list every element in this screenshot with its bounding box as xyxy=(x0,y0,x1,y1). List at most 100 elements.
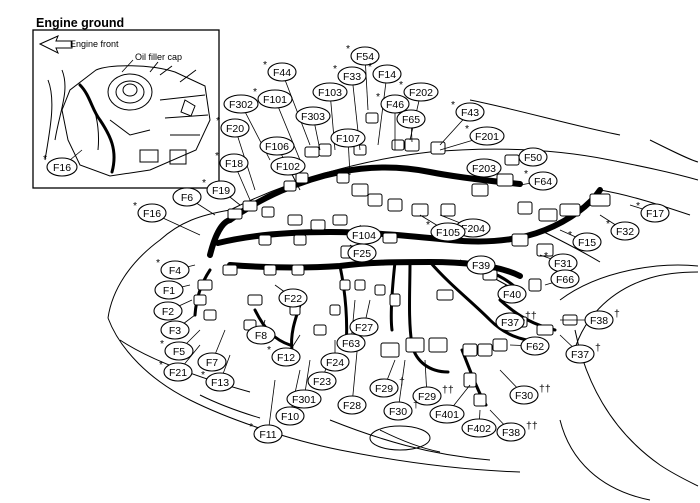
callout-F24[interactable]: F24 xyxy=(320,352,350,372)
callout-F402[interactable]: F402 xyxy=(461,418,497,438)
callout-F21[interactable]: F21* xyxy=(159,359,193,382)
callout-F7[interactable]: F7 xyxy=(197,352,227,372)
callout-F62[interactable]: F62 xyxy=(520,336,550,356)
callout-F66-label: F66 xyxy=(556,274,574,286)
callout-F102[interactable]: F102 xyxy=(270,156,306,176)
callout-F3[interactable]: F3 xyxy=(160,320,190,340)
callout-F44[interactable]: F44* xyxy=(263,59,297,82)
callout-F11-label: F11 xyxy=(259,429,276,441)
callout-F203[interactable]: F203 xyxy=(466,158,502,178)
callout-F64[interactable]: F64* xyxy=(524,168,558,191)
callout-F29b-mark: †† xyxy=(442,384,454,396)
callout-F20[interactable]: F20* xyxy=(216,115,250,138)
callout-F28[interactable]: F28 xyxy=(337,395,367,415)
leader-F101 xyxy=(274,98,301,161)
callout-F11[interactable]: F11* xyxy=(249,421,283,444)
callout-F43-mark: * xyxy=(451,99,455,111)
callout-F30b[interactable]: F30† xyxy=(383,399,419,421)
callout-F21-label: F21 xyxy=(169,367,187,379)
callout-F17[interactable]: F17* xyxy=(636,200,670,223)
callout-F31-label: F31 xyxy=(554,258,572,270)
callout-F10[interactable]: F10 xyxy=(275,406,305,426)
callout-F2[interactable]: F2 xyxy=(153,301,183,321)
callout-F4[interactable]: F4* xyxy=(156,257,190,280)
connector-body-54 xyxy=(477,343,493,357)
callout-F38a[interactable]: F38† xyxy=(584,308,620,330)
callout-F1[interactable]: F1 xyxy=(154,280,184,300)
callout-F23[interactable]: F23 xyxy=(307,371,337,391)
callout-F54[interactable]: F54* xyxy=(346,43,380,66)
callout-F50[interactable]: F50 xyxy=(518,147,548,167)
callout-F20-mark: * xyxy=(216,115,220,127)
callout-F46[interactable]: F46* xyxy=(376,91,410,114)
callout-F65[interactable]: F65 xyxy=(396,109,426,129)
callout-F13[interactable]: F13* xyxy=(201,369,235,392)
callout-F2-label: F2 xyxy=(162,306,174,318)
callout-F18[interactable]: F18* xyxy=(215,150,249,173)
callout-F38b-mark: †† xyxy=(526,420,538,432)
callout-F104[interactable]: F104 xyxy=(346,225,382,245)
callout-F30a-mark: †† xyxy=(539,383,551,395)
callout-F46-mark: * xyxy=(376,91,380,103)
callout-F30a-label: F30 xyxy=(515,390,533,402)
connector-body-35 xyxy=(222,264,238,276)
callout-F14[interactable]: F14* xyxy=(368,61,402,84)
callout-F17-label: F17 xyxy=(646,208,664,220)
connector-body-18 xyxy=(440,203,456,217)
connector-body-52 xyxy=(492,338,508,352)
callout-F8[interactable]: F8 xyxy=(246,325,276,345)
callout-F103[interactable]: F103 xyxy=(312,82,348,102)
callout-F22[interactable]: F22 xyxy=(278,288,308,308)
callout-F107[interactable]: F107 xyxy=(330,128,366,148)
connector-body-26 xyxy=(511,233,529,247)
callout-F27[interactable]: F27 xyxy=(349,317,379,337)
callout-F303[interactable]: F303 xyxy=(295,106,331,126)
callout-F37a-mark: †† xyxy=(525,310,537,322)
connector-body-9 xyxy=(283,180,297,192)
connector-bodies xyxy=(193,112,611,407)
callout-F39-label: F39 xyxy=(472,260,490,272)
callout-inset-F16[interactable]: F16 * xyxy=(43,153,78,177)
callout-F33[interactable]: F33* xyxy=(333,63,367,86)
callout-F30a[interactable]: F30 †† xyxy=(509,383,551,405)
callout-F12[interactable]: F12* xyxy=(267,344,301,367)
callout-F6[interactable]: F6 xyxy=(172,187,202,207)
callout-F32[interactable]: F32* xyxy=(606,218,640,241)
callout-F106[interactable]: F106 xyxy=(259,136,295,156)
callout-F1-label: F1 xyxy=(163,285,175,297)
callout-F37b[interactable]: F37† xyxy=(565,342,601,364)
callout-F43[interactable]: F43* xyxy=(451,99,485,122)
callout-F202[interactable]: F202* xyxy=(399,79,439,102)
callout-F38b[interactable]: F38†† xyxy=(496,420,538,442)
callout-F29b[interactable]: F29†† xyxy=(412,384,454,406)
callout-F66[interactable]: F66 xyxy=(550,269,580,289)
callout-F101[interactable]: F101* xyxy=(253,86,293,109)
connector-body-38 xyxy=(203,309,217,321)
callout-F201[interactable]: F201* xyxy=(465,123,505,146)
connector-body-23 xyxy=(538,208,558,222)
callout-F31[interactable]: F31* xyxy=(544,250,578,273)
callout-F16[interactable]: F16* xyxy=(133,200,167,223)
callout-F302[interactable]: F302 xyxy=(223,94,259,114)
callout-F40-label: F40 xyxy=(503,289,521,301)
callout-F63[interactable]: F63 xyxy=(336,333,366,353)
connector-body-43 xyxy=(354,279,366,291)
connector-body-60 xyxy=(329,304,341,316)
callout-F29a[interactable]: F29† xyxy=(369,376,405,398)
connector-body-8 xyxy=(295,172,309,184)
callout-F401[interactable]: F401 xyxy=(429,404,465,424)
callout-F40[interactable]: F40 xyxy=(497,284,527,304)
callout-F301[interactable]: F301 xyxy=(286,389,322,409)
callout-F5[interactable]: F5* xyxy=(160,338,194,361)
callout-F5-label: F5 xyxy=(173,346,185,358)
callout-F3-label: F3 xyxy=(169,325,181,337)
callout-F25[interactable]: F25 xyxy=(347,243,377,263)
callout-F15[interactable]: F15* xyxy=(568,229,602,252)
connector-body-25 xyxy=(589,193,611,207)
callout-F19[interactable]: F19* xyxy=(202,177,236,200)
callout-F37a[interactable]: F37†† xyxy=(495,310,537,332)
callout-F105[interactable]: F105* xyxy=(426,219,466,242)
callout-F39[interactable]: F39 xyxy=(466,255,496,275)
callout-F4-label: F4 xyxy=(169,265,181,277)
